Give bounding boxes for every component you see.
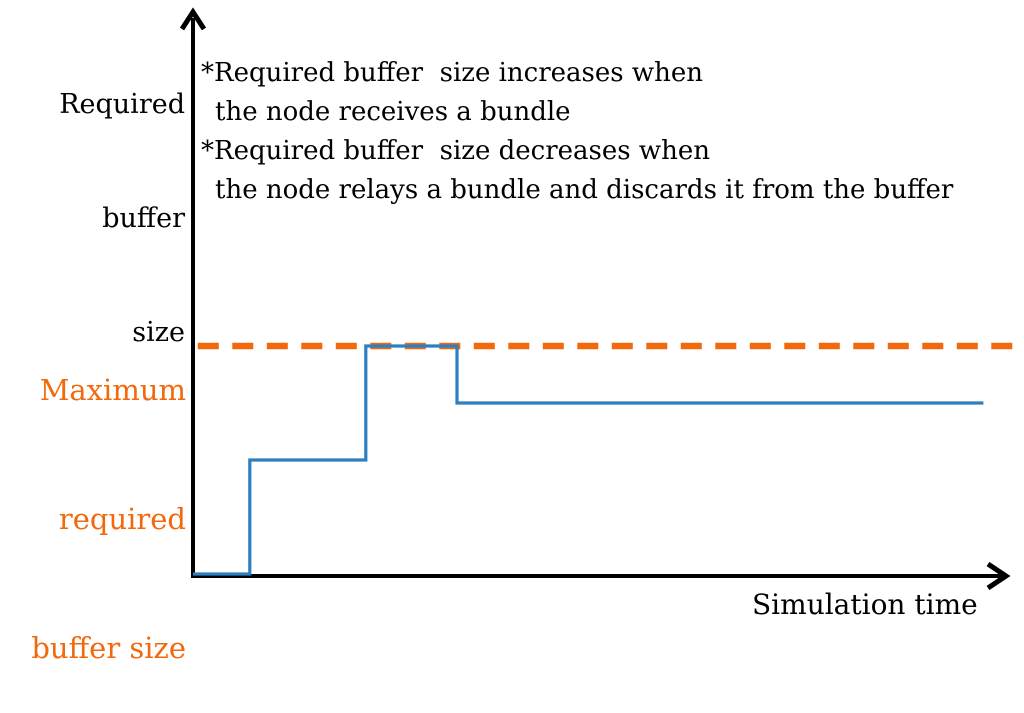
max-buffer-label-line: buffer size xyxy=(31,631,186,665)
max-buffer-label-line: Maximum xyxy=(39,373,186,407)
annotation-line: the node relays a bundle and discards it… xyxy=(215,175,954,205)
annotation-line: *Required buffer size increases when xyxy=(201,58,704,88)
max-buffer-label-line: required xyxy=(58,502,186,536)
x-axis-arrow-icon xyxy=(986,561,1011,591)
annotation-line: the node receives a bundle xyxy=(215,97,571,127)
y-axis-label: Required buffer size xyxy=(59,10,185,390)
y-axis-label-line: Required xyxy=(59,89,185,120)
chart-canvas xyxy=(179,7,1016,591)
annotation-line: *Required buffer size decreases when xyxy=(201,136,710,166)
y-axis-label-line: buffer xyxy=(102,203,185,234)
buffer-step-line xyxy=(193,344,984,576)
y-axis-arrow-icon xyxy=(179,7,207,31)
buffer-size-figure: { "colors": { "axis": "#000000", "text":… xyxy=(31,7,1016,665)
y-axis-label-line: size xyxy=(132,317,185,348)
x-axis-label: Simulation time xyxy=(752,588,978,621)
max-buffer-label: Maximum required buffer size xyxy=(31,283,186,713)
annotation-note: *Required buffer size increases when the… xyxy=(201,54,953,210)
